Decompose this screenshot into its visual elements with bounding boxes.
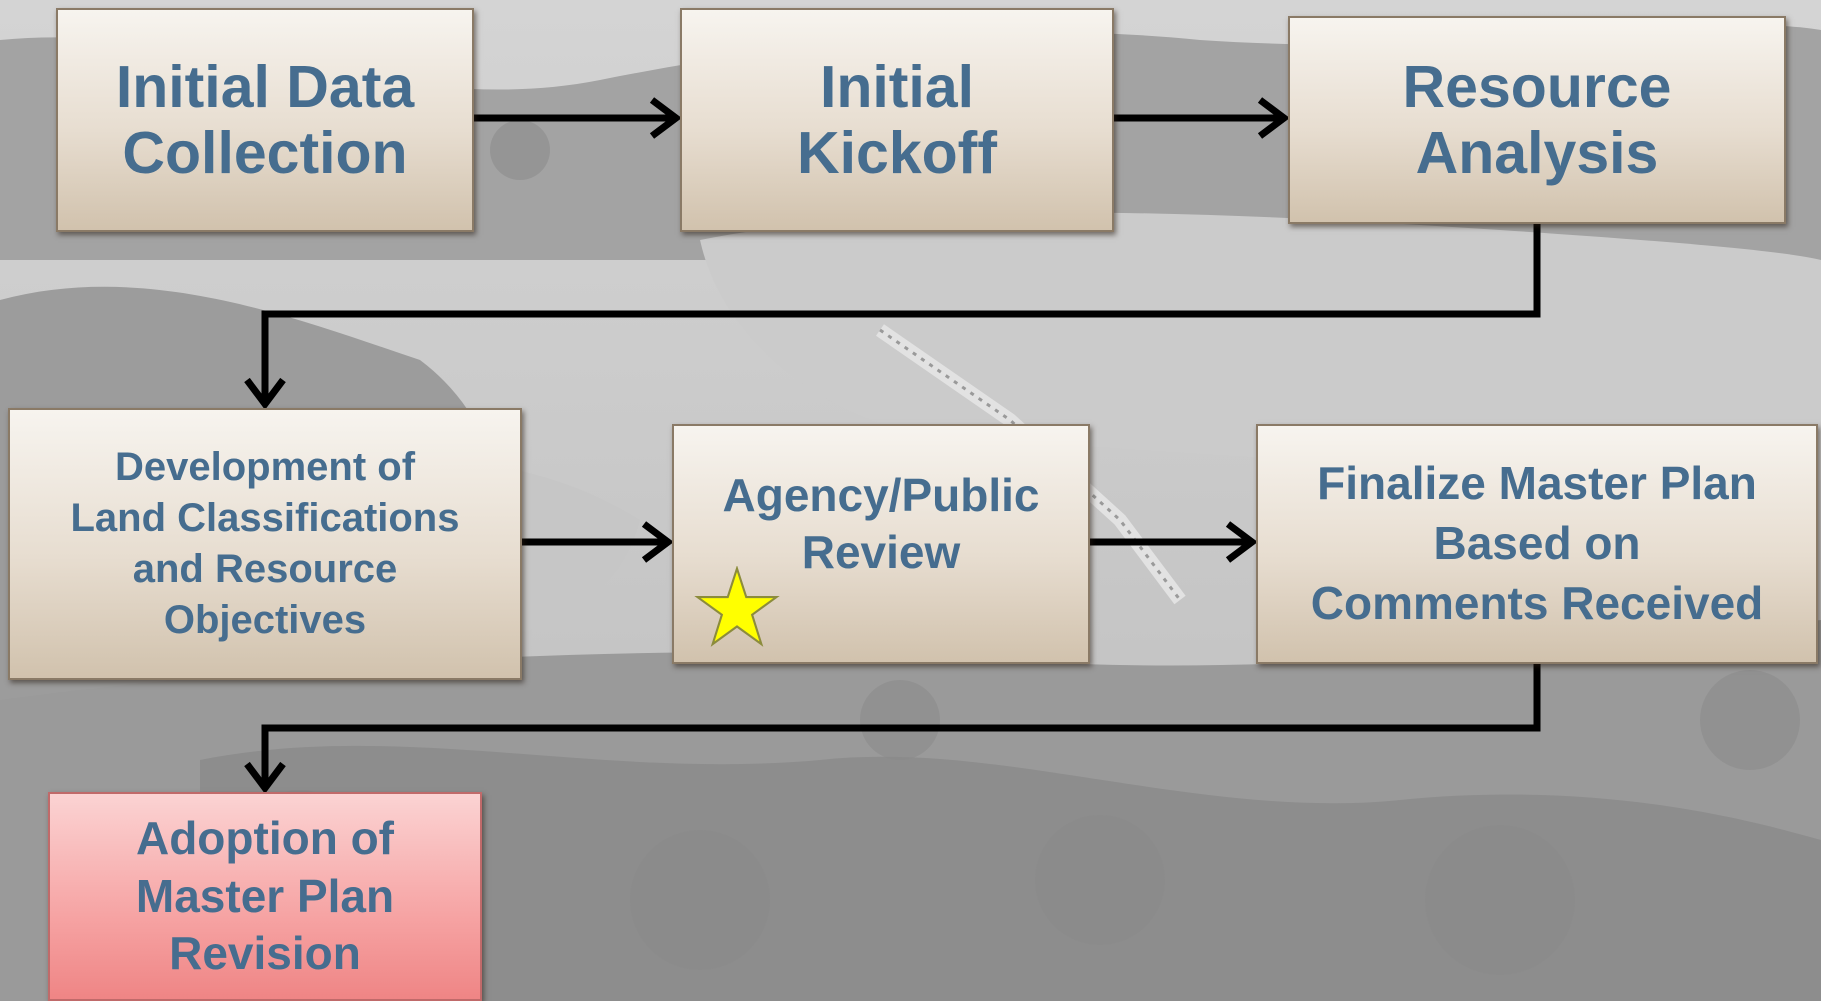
arrowhead-5 bbox=[1225, 521, 1258, 563]
step-resource-analysis: Resource Analysis bbox=[1288, 16, 1786, 224]
step-initial-kickoff: Initial Kickoff bbox=[680, 8, 1114, 232]
star-icon bbox=[694, 566, 780, 647]
arrowhead-2 bbox=[1257, 97, 1290, 139]
step-label: Resource Analysis bbox=[1402, 53, 1672, 186]
step-label: Adoption of Master Plan Revision bbox=[135, 812, 395, 980]
step-label: Initial Kickoff bbox=[797, 53, 997, 186]
arrow-finalize-to-adoption bbox=[261, 664, 1541, 784]
step-initial-data-collection: Initial Data Collection bbox=[56, 8, 474, 232]
step-development-of-land-classifications: Development of Land Classifications and … bbox=[8, 408, 522, 680]
step-adoption-of-master-plan: Adoption of Master Plan Revision bbox=[48, 792, 482, 1001]
step-label: Agency/Public Review bbox=[722, 468, 1040, 579]
arrowhead-4 bbox=[641, 521, 674, 563]
arrowhead-3 bbox=[244, 377, 286, 410]
arrowhead-6 bbox=[244, 761, 286, 794]
step-label: Initial Data Collection bbox=[115, 53, 415, 186]
step-label: Development of Land Classifications and … bbox=[70, 445, 460, 642]
arrow-analysis-to-development bbox=[261, 224, 1541, 400]
step-finalize-master-plan: Finalize Master Plan Based on Comments R… bbox=[1256, 424, 1818, 664]
step-label: Finalize Master Plan Based on Comments R… bbox=[1310, 457, 1764, 629]
arrowhead-1 bbox=[649, 97, 682, 139]
